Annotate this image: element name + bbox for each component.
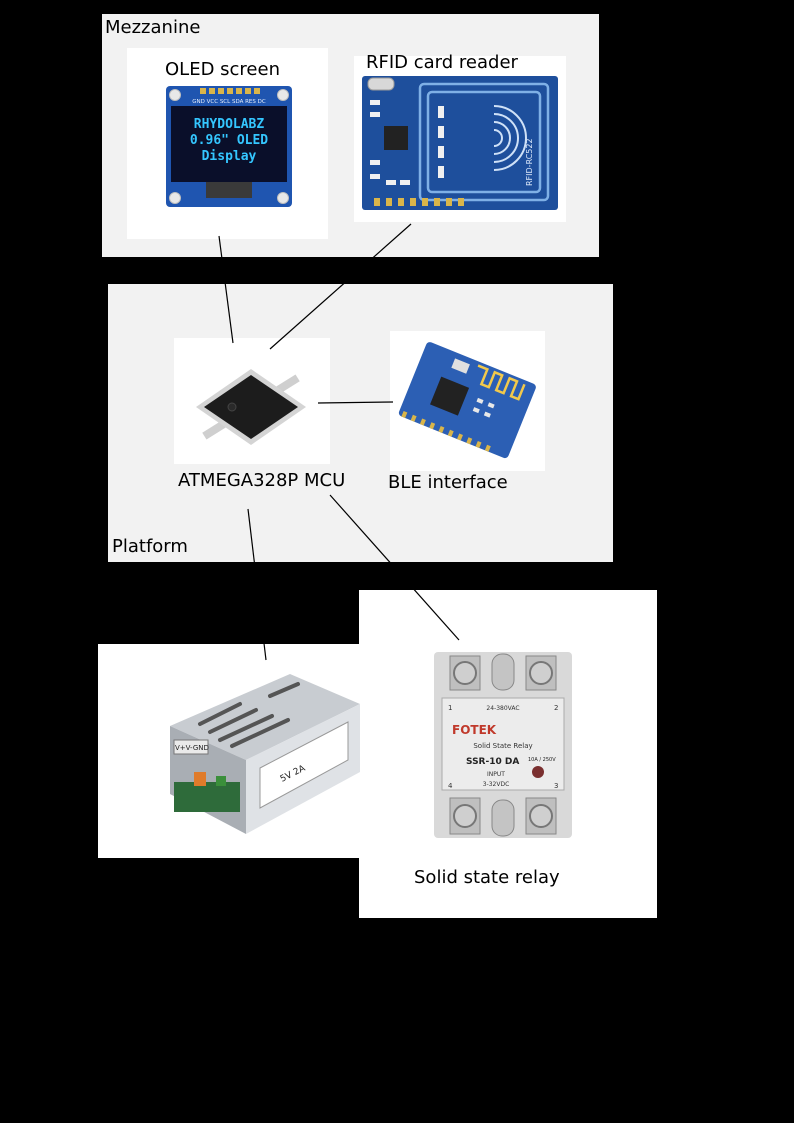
oled-screen (171, 106, 287, 182)
ssr-label-text: Solid state relay (414, 867, 560, 888)
ssr-terminal-3: 3 (554, 782, 558, 790)
ssr-screw-icon (529, 661, 553, 685)
ssr-rating: 10A / 250V (528, 757, 556, 763)
ssr-screw-icon (453, 661, 477, 685)
wire-mcu-ssr (329, 494, 460, 641)
ble-antenna-trace (477, 364, 526, 401)
psu-terminal-block (173, 739, 209, 755)
rfid-crystal (367, 77, 395, 91)
ssr-input-range: 3-32VDC (483, 781, 510, 788)
wire-mcu-ble (317, 401, 394, 404)
ssr-terminal-1: 1 (448, 704, 452, 712)
oled-pcb-header-text: GND VCC SCL SDA RES DC (192, 99, 266, 105)
platform-label: Platform (112, 536, 188, 557)
oled-screen-label: OLED screen (165, 59, 280, 80)
ble-label: BLE interface (388, 472, 508, 493)
wire-oled-mcu (218, 235, 234, 344)
oled-screen-line-3: Display (202, 149, 257, 164)
ssr-terminal-2: 2 (554, 704, 558, 712)
mcu-label: ATMEGA328P MCU (178, 470, 346, 491)
ssr-terminal-4: 4 (448, 782, 453, 790)
ssr-subtitle: Solid State Relay (473, 742, 532, 750)
oled-mount-hole (169, 89, 181, 101)
ssr-top-text: 24-380VAC (486, 705, 519, 712)
psu-label-sticker (259, 721, 349, 809)
rfid-pcb-text: RFID-RC522 (525, 138, 534, 186)
rfid-chip (384, 126, 408, 150)
ssr-input-label: INPUT (487, 771, 505, 778)
power-supply-image: 5V 2A V+V-GND (170, 674, 360, 834)
mcu-chip-image (196, 369, 306, 445)
oled-mount-hole (277, 89, 289, 101)
rfid-reader-label: RFID card reader (366, 52, 518, 73)
ssr-screw-icon (453, 804, 477, 828)
psu-terminal-text: V+V-GND (175, 744, 209, 752)
ble-chip (430, 376, 470, 416)
oled-screen-line-2: 0.96" OLED (190, 133, 268, 148)
rfid-wave-icon (493, 105, 527, 171)
ble-module-image (398, 342, 536, 459)
rfid-smd-components (370, 100, 444, 185)
oled-header-pins (200, 88, 260, 94)
oled-screen-line-1: RHYDOLABZ (194, 117, 265, 132)
rfid-pins (374, 198, 464, 206)
oled-ribbon (206, 182, 252, 198)
oled-module-image: GND VCC SCL SDA RES DC RHYDOLABZ 0.96" O… (166, 86, 292, 207)
rfid-antenna-loop (418, 82, 550, 202)
wire-mcu-psu (247, 508, 267, 661)
ssr-image: 1 2 24-380VAC FOTEK Solid State Relay SS… (430, 648, 576, 842)
mezzanine-label: Mezzanine (105, 17, 201, 38)
psu-vent-slots (198, 682, 300, 748)
ssr-label (441, 697, 565, 791)
psu-pcb (174, 782, 240, 812)
oled-mount-hole (169, 192, 181, 204)
wire-rfid-mcu (269, 223, 412, 350)
psu-top-face (170, 674, 360, 760)
oled-mount-hole (277, 192, 289, 204)
ssr-brand: FOTEK (452, 723, 497, 737)
rfid-reader-image: RFID-RC522 (354, 56, 566, 222)
ble-crystal (451, 358, 470, 374)
ssr-model: SSR-10 DA (466, 757, 519, 767)
ssr-screw-icon (529, 804, 553, 828)
ssr-indicator-led (532, 766, 544, 778)
